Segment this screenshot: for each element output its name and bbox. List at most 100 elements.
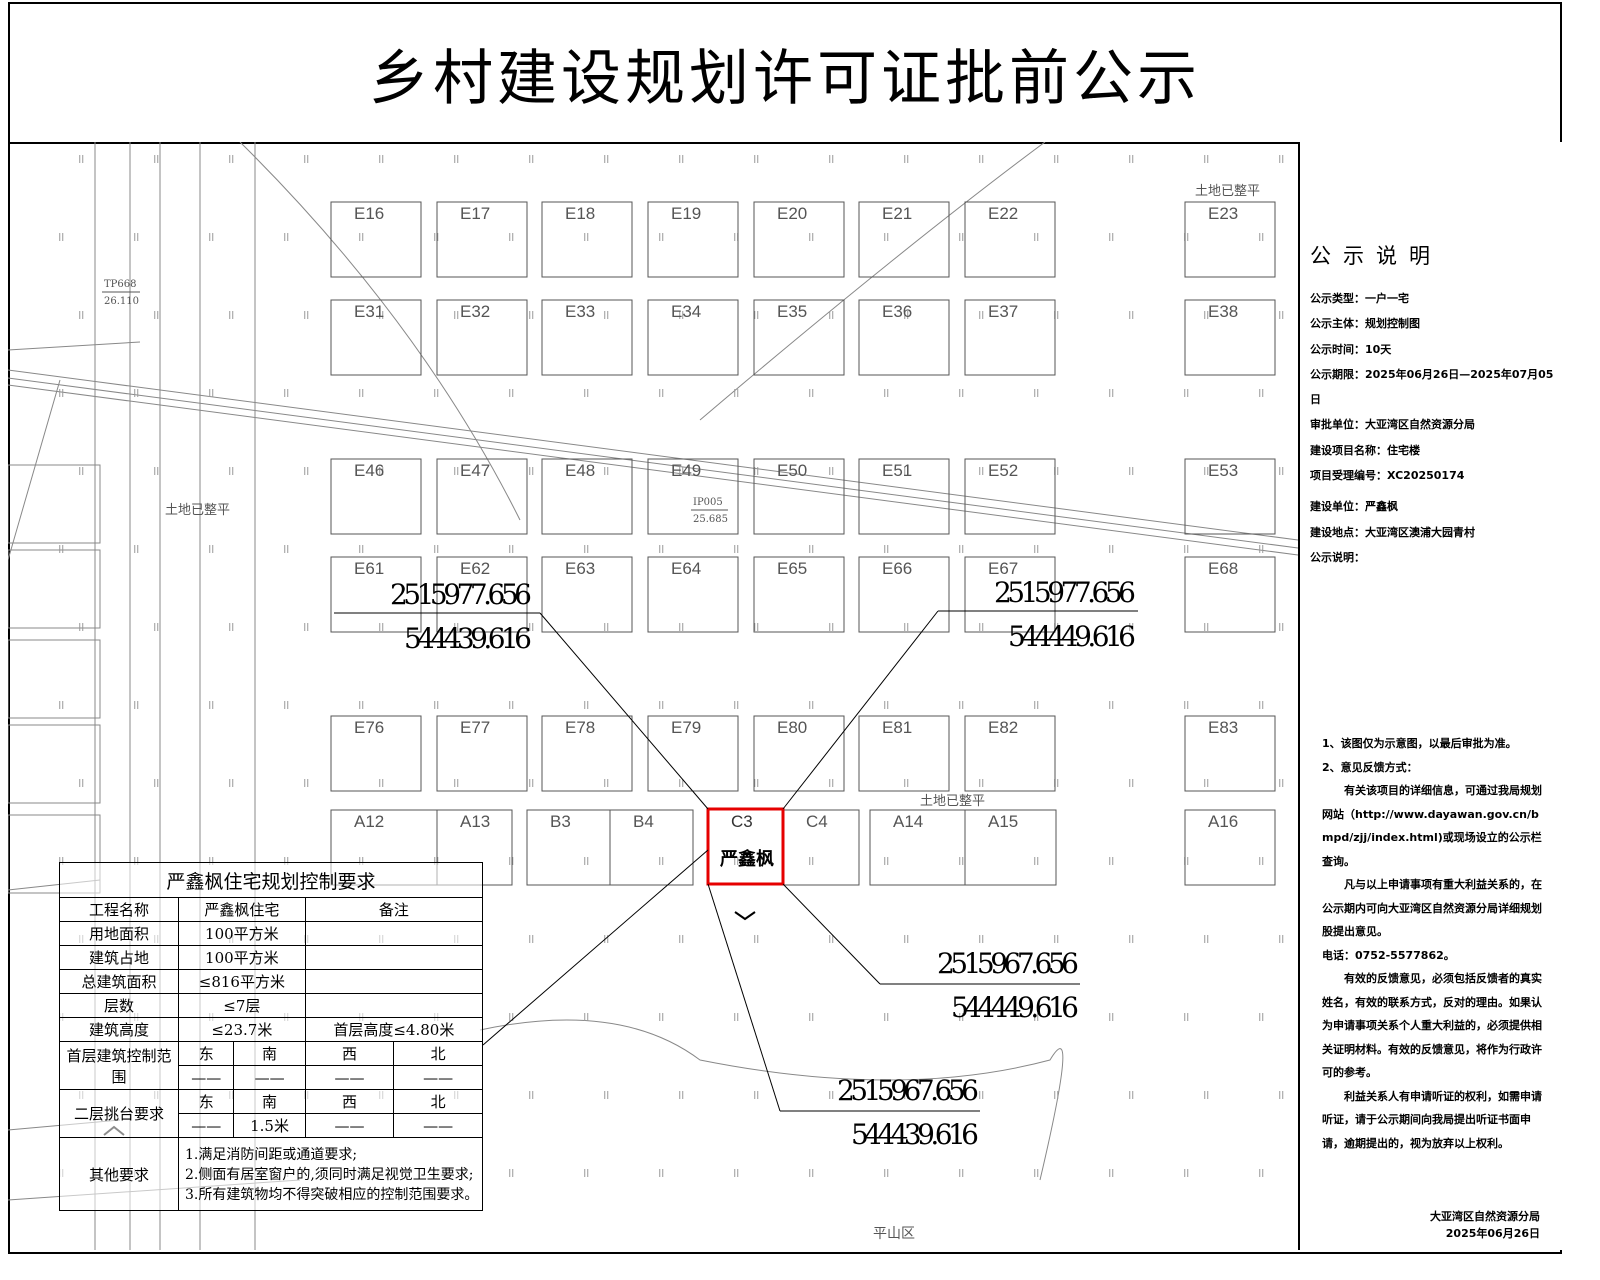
ground-floor-label: 首层建筑控制范围 — [59, 1041, 179, 1090]
lot-outline — [541, 201, 633, 278]
tick-mark — [1054, 155, 1059, 163]
tick-mark — [829, 467, 834, 475]
tick-mark — [209, 701, 214, 709]
tick-mark — [584, 389, 589, 397]
tick-mark — [829, 935, 834, 943]
lot-E35: E35 — [753, 299, 845, 376]
tick-mark — [1034, 1169, 1039, 1177]
lot-E17: E17 — [436, 201, 528, 278]
coordinate-y: 544439.616 — [851, 1118, 979, 1151]
value-cell: —— — [177, 1065, 235, 1090]
tick-mark — [529, 155, 534, 163]
lot-label: E20 — [777, 204, 807, 223]
other-item: 2.侧面有居室窗户的,须同时满足视觉卫生要求; — [185, 1167, 474, 1183]
tick-mark — [529, 311, 534, 319]
coordinate-y: 544449.616 — [1008, 620, 1136, 653]
tick-mark — [979, 155, 984, 163]
tick-mark — [1129, 623, 1134, 631]
tick-mark — [1279, 155, 1284, 163]
tick-mark — [59, 233, 64, 241]
tick-mark — [584, 701, 589, 709]
leader-line — [539, 612, 709, 810]
tick-mark — [304, 311, 309, 319]
tick-mark — [529, 467, 534, 475]
tick-mark — [1184, 701, 1189, 709]
lot-outline — [858, 458, 950, 535]
leader-line — [482, 849, 709, 1046]
tick-mark — [809, 701, 814, 709]
lot-outline — [541, 458, 633, 535]
lot-E33: E33 — [541, 299, 633, 376]
lot-E68: E68 — [1184, 556, 1276, 633]
leader-line — [707, 883, 781, 1112]
tick-mark — [529, 935, 534, 943]
land-note: 土地已整平 — [920, 794, 985, 809]
lot-E37: E37 — [964, 299, 1056, 376]
lot-label: E46 — [354, 461, 384, 480]
table-cell: ≤7层 — [178, 993, 306, 1018]
tick-mark — [679, 311, 684, 319]
tick-mark — [434, 233, 439, 241]
block-outline — [8, 639, 101, 719]
tick-mark — [79, 467, 84, 475]
lot-label: E53 — [1208, 461, 1238, 480]
tick-mark — [979, 779, 984, 787]
lot-label: E36 — [882, 302, 912, 321]
lot-label: A13 — [460, 812, 490, 831]
tick-mark — [229, 779, 234, 787]
tick-mark — [304, 779, 309, 787]
tick-mark — [734, 1169, 739, 1177]
lot-label: E37 — [988, 302, 1018, 321]
tick-marks — [59, 155, 1284, 1177]
tick-mark — [59, 701, 64, 709]
tick-mark — [1279, 779, 1284, 787]
tick-mark — [229, 467, 234, 475]
lot-label: E17 — [460, 204, 490, 223]
tick-mark — [154, 779, 159, 787]
tick-mark — [734, 233, 739, 241]
header-cell: 严鑫枫住宅 — [178, 897, 306, 922]
benchmark-elev: 25.685 — [693, 514, 728, 525]
tick-mark — [1129, 935, 1134, 943]
other-items: 1.满足消防间距或通道要求; 2.侧面有居室窗户的,须同时满足视觉卫生要求; 3… — [178, 1137, 483, 1211]
tick-mark — [754, 1091, 759, 1099]
lot-E66: E66 — [858, 556, 950, 633]
lot-outline — [541, 715, 633, 792]
tick-mark — [1259, 1169, 1264, 1177]
north-arrow-icon — [734, 911, 756, 921]
lot-E48: E48 — [541, 458, 633, 535]
tick-mark — [884, 545, 889, 553]
table-header-row: 工程名称 严鑫枫住宅 备注 — [59, 897, 484, 922]
lot-outline — [964, 715, 1056, 792]
signature-date: 2025年06月26日 — [1445, 1227, 1540, 1240]
table-cell: 100平方米 — [178, 921, 306, 946]
benchmark-id: TP668 — [104, 279, 137, 290]
tick-mark — [434, 701, 439, 709]
tick-mark — [904, 467, 909, 475]
tick-mark — [59, 389, 64, 397]
page-title: 乡村建设规划许可证批前公示 — [10, 4, 1560, 144]
tick-mark — [154, 623, 159, 631]
tick-mark — [1204, 155, 1209, 163]
benchmark-elev: 26.110 — [104, 296, 139, 307]
notice-notes: 1、该图仅为示意图，以最后审批为准。2、意见反馈方式：有关该项目的详细信息，可通… — [1322, 732, 1544, 1155]
tick-mark — [1129, 1091, 1134, 1099]
tick-mark — [809, 389, 814, 397]
table-cell: 用地面积 — [59, 921, 179, 946]
lot-E78: E78 — [541, 715, 633, 792]
lot-outline — [647, 458, 739, 535]
lot-label: E65 — [777, 559, 807, 578]
tick-mark — [679, 1091, 684, 1099]
lot-outline — [964, 556, 1056, 633]
lot-E46: E46 — [330, 458, 422, 535]
tick-mark — [829, 623, 834, 631]
table-cell: 首层高度≤4.80米 — [304, 1017, 484, 1042]
lot-label: E16 — [354, 204, 384, 223]
tick-mark — [959, 1169, 964, 1177]
info-line: 公示主体：规划控制图 — [1310, 317, 1420, 331]
tick-mark — [304, 623, 309, 631]
tick-mark — [734, 1013, 739, 1021]
tick-mark — [904, 155, 909, 163]
lot-E36: E36 — [858, 299, 950, 376]
